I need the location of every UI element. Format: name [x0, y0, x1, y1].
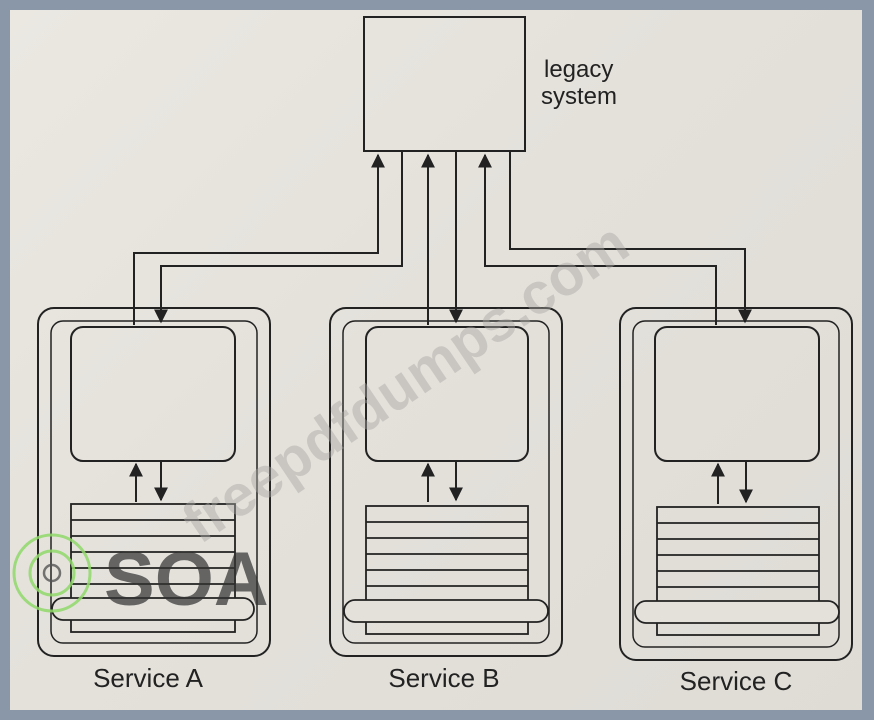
soa-logo-outer-ring	[12, 533, 92, 613]
service-c-inner-frame	[632, 320, 840, 648]
legacy-system-box	[363, 16, 526, 152]
service-a-inner-frame	[50, 320, 258, 644]
service-a-database	[51, 503, 255, 633]
service-c: Service C	[619, 307, 853, 696]
soa-logo: SOA	[12, 533, 269, 622]
watermark-text: freepdfdumps.com	[171, 210, 640, 556]
service-a-logic-box	[70, 326, 236, 462]
service-b-outer-frame	[329, 307, 563, 657]
soa-logo-inner-ring	[28, 549, 76, 597]
diagram-background	[10, 10, 862, 710]
service-c-outer-frame	[619, 307, 853, 661]
legacy-system-label-line1: legacy	[544, 56, 613, 83]
soa-logo-text: SOA	[104, 537, 269, 622]
service-a-outer-frame	[37, 307, 271, 657]
service-c-database	[634, 506, 840, 636]
service-c-logic-box	[654, 326, 820, 462]
service-a-connectors	[133, 152, 403, 325]
service-a-label: Service A	[93, 663, 203, 693]
service-b-logic-box	[365, 326, 529, 462]
service-b-label: Service B	[388, 663, 499, 693]
service-b-inner-frame	[342, 320, 550, 644]
service-b: Service B	[329, 307, 563, 693]
service-a: Service A	[37, 307, 271, 693]
service-b-connectors	[421, 152, 463, 325]
service-b-database	[343, 505, 549, 635]
service-c-connectors	[478, 152, 752, 325]
service-c-label: Service C	[680, 666, 793, 696]
legacy-system-label-line2: system	[541, 83, 617, 110]
soa-logo-dot	[42, 563, 62, 583]
